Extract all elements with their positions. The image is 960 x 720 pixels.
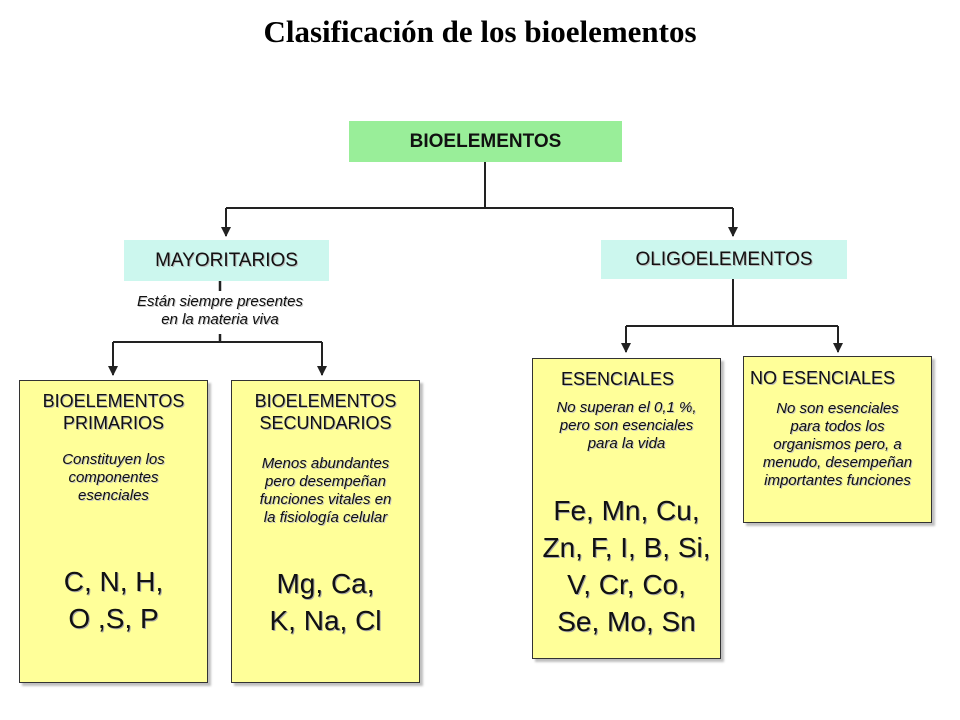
- secundarios-elements: Mg, Ca, K, Na, Cl: [232, 565, 419, 639]
- secundarios-desc-line: pero desempeñan: [265, 473, 386, 490]
- secundarios-elements-line: Mg, Ca,: [276, 568, 375, 599]
- secundarios-desc-line: Menos abundantes: [261, 455, 390, 472]
- node-mayoritarios: MAYORITARIOS: [124, 240, 329, 281]
- primarios-title: BIOELEMENTOS PRIMARIOS: [20, 390, 207, 434]
- primarios-title-line: PRIMARIOS: [62, 413, 164, 433]
- primarios-desc-line: componentes: [68, 469, 159, 486]
- esenciales-elements-line: Se, Mo, Sn: [557, 606, 696, 637]
- no-esenciales-desc-line: importantes funciones: [764, 472, 911, 489]
- esenciales-elements-line: V, Cr, Co,: [567, 569, 686, 600]
- primarios-description: Constituyen los componentes esenciales: [20, 451, 207, 505]
- no-esenciales-desc-line: organismos pero, a: [773, 436, 902, 453]
- no-esenciales-desc-line: No son esenciales: [776, 400, 899, 417]
- node-oligoelementos: OLIGOELEMENTOS: [601, 240, 847, 279]
- primarios-title-line: BIOELEMENTOS: [42, 391, 185, 411]
- esenciales-elements: Fe, Mn, Cu, Zn, F, I, B, Si, V, Cr, Co, …: [533, 492, 720, 640]
- primarios-elements: C, N, H, O ,S, P: [20, 563, 207, 637]
- esenciales-description: No superan el 0,1 %, pero son esenciales…: [533, 399, 720, 453]
- esenciales-desc-line: No superan el 0,1 %,: [556, 399, 697, 416]
- esenciales-elements-line: Zn, F, I, B, Si,: [542, 532, 711, 563]
- mayoritarios-note-line: Están siempre presentes: [137, 293, 303, 310]
- node-oligoelementos-label: OLIGOELEMENTOS: [635, 248, 813, 270]
- secundarios-title: BIOELEMENTOS SECUNDARIOS: [232, 390, 419, 434]
- no-esenciales-desc-line: para todos los: [790, 418, 885, 435]
- no-esenciales-desc-line: menudo, desempeñan: [762, 454, 913, 471]
- secundarios-title-line: SECUNDARIOS: [259, 413, 392, 433]
- secundarios-elements-line: K, Na, Cl: [269, 605, 382, 636]
- mayoritarios-note: Están siempre presentes en la materia vi…: [110, 293, 330, 329]
- mayoritarios-note-line: en la materia viva: [161, 311, 279, 328]
- no-esenciales-title: NO ESENCIALES: [750, 368, 896, 388]
- node-no-esenciales: NO ESENCIALES No son esenciales para tod…: [743, 356, 932, 523]
- esenciales-elements-line: Fe, Mn, Cu,: [553, 495, 700, 526]
- secundarios-title-line: BIOELEMENTOS: [254, 391, 397, 411]
- secundarios-desc-line: la fisiología celular: [263, 509, 388, 526]
- esenciales-desc-line: para la vida: [587, 435, 666, 452]
- primarios-desc-line: Constituyen los: [62, 451, 165, 468]
- node-primarios: BIOELEMENTOS PRIMARIOS Constituyen los c…: [19, 380, 208, 683]
- esenciales-desc-line: pero son esenciales: [559, 417, 694, 434]
- node-esenciales: ESENCIALES No superan el 0,1 %, pero son…: [532, 358, 721, 659]
- node-bioelementos-label: BIOELEMENTOS: [409, 130, 562, 152]
- primarios-elements-line: O ,S, P: [68, 603, 159, 634]
- secundarios-desc-line: funciones vitales en: [259, 491, 392, 508]
- node-secundarios: BIOELEMENTOS SECUNDARIOS Menos abundante…: [231, 380, 420, 683]
- page-title: Clasificación de los bioelementos: [263, 14, 697, 49]
- secundarios-description: Menos abundantes pero desempeñan funcion…: [232, 455, 419, 527]
- primarios-desc-line: esenciales: [78, 487, 149, 504]
- esenciales-title: ESENCIALES: [561, 369, 675, 389]
- node-mayoritarios-label: MAYORITARIOS: [155, 249, 298, 271]
- primarios-elements-line: C, N, H,: [63, 566, 164, 597]
- node-bioelementos: BIOELEMENTOS: [349, 121, 622, 162]
- no-esenciales-description: No son esenciales para todos los organis…: [744, 400, 931, 490]
